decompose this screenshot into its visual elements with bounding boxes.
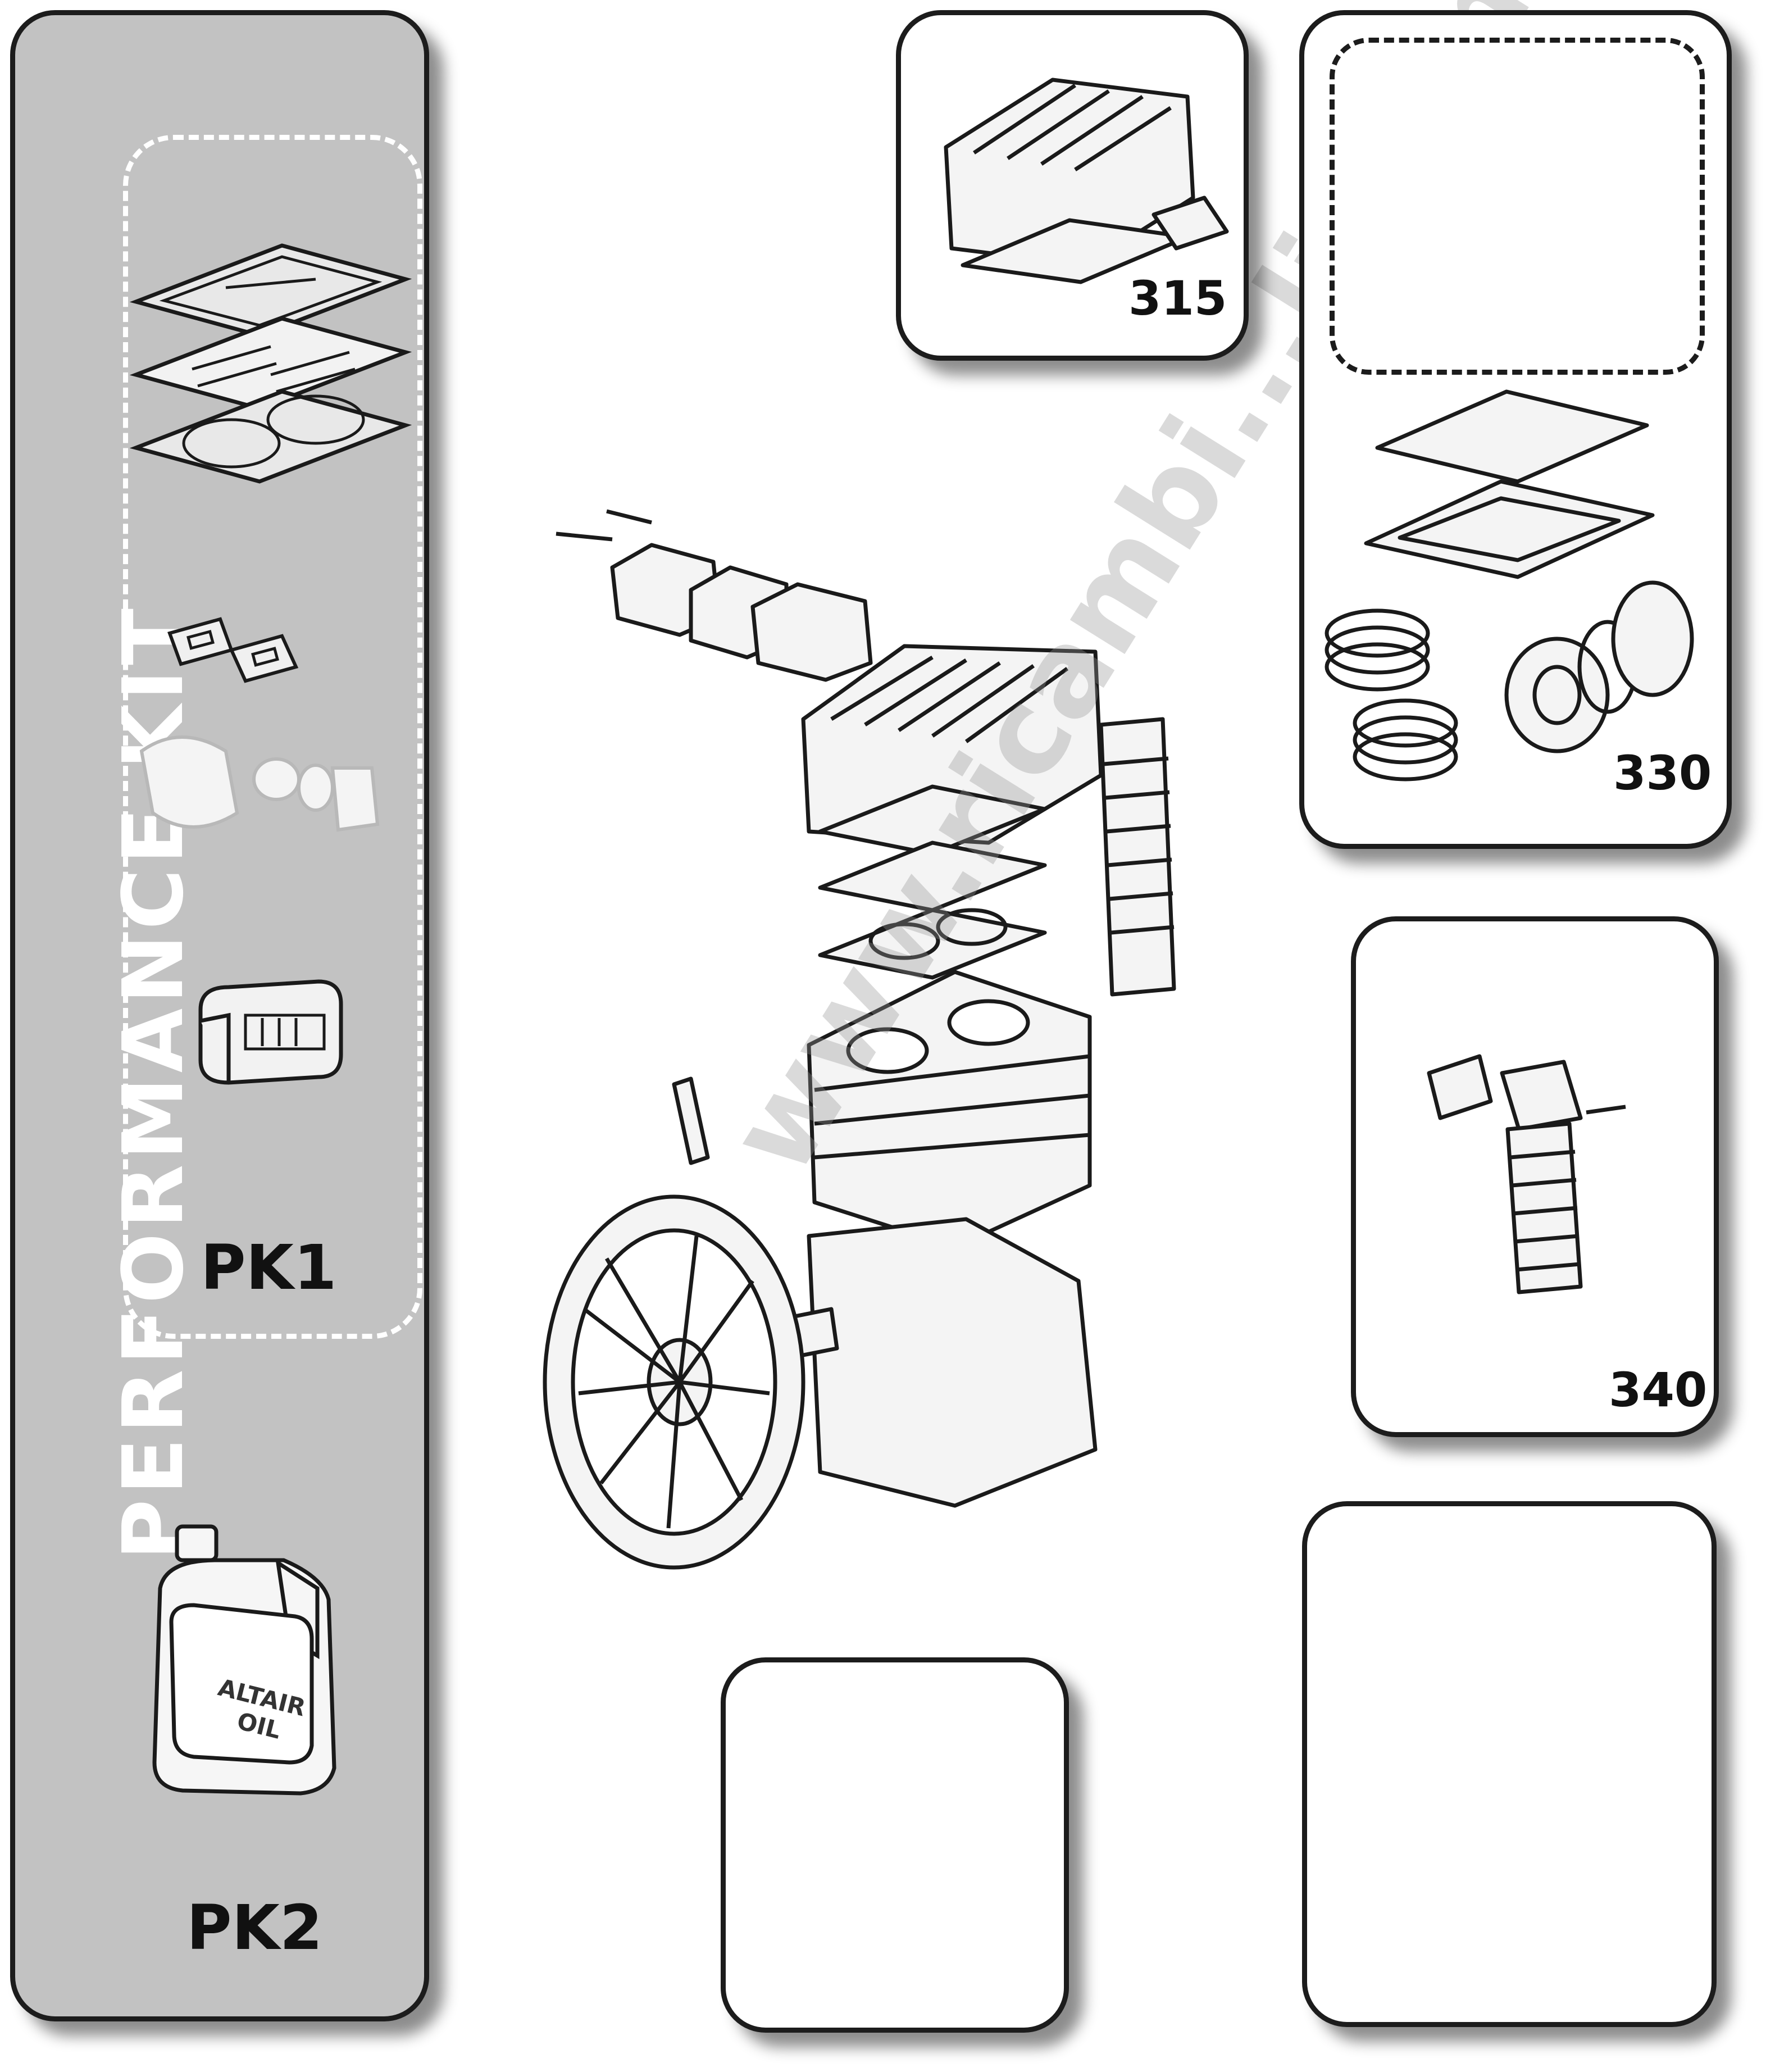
empty-part-panel-bottom-middle[interactable]	[721, 1657, 1069, 2033]
part-340-panel[interactable]: 340	[1351, 916, 1719, 1437]
pk1-group-box	[123, 135, 422, 1339]
performance-kit-panel: PERFORMANCE KIT	[10, 10, 429, 2021]
valve-plate-part	[818, 840, 1047, 912]
air-filter-icon	[198, 979, 343, 1085]
part-330-label: 330	[1613, 746, 1712, 801]
gasket-stack-icon	[129, 243, 412, 484]
part-330-panel[interactable]: 330	[1299, 10, 1732, 849]
valve-plate-icon	[167, 617, 299, 683]
crankcase-part	[807, 1217, 1098, 1508]
part-315-panel[interactable]: 315	[896, 10, 1249, 361]
oil-jug-icon	[152, 1524, 336, 1796]
pk1-label: PK1	[201, 1232, 337, 1303]
filter-cover-part	[750, 582, 873, 682]
part-315-label: 315	[1128, 271, 1227, 326]
side-cylinder-kit-icon	[1427, 1054, 1626, 1294]
head-gasket-kit-icon	[944, 78, 1229, 284]
pk2-label: PK2	[186, 1892, 323, 1964]
compressor-exploded-view	[543, 509, 1176, 1570]
empty-part-panel-bottom-right[interactable]	[1302, 1501, 1717, 2027]
head-gasket-part	[818, 784, 1047, 856]
side-cylinder-part	[1099, 717, 1176, 997]
gasket-ring-kit-icon	[1325, 389, 1694, 781]
cylinder-head-part	[801, 644, 1103, 845]
part-340-label: 340	[1609, 1362, 1708, 1417]
intake-valve-icon	[139, 735, 380, 832]
part-330-empty-slot	[1330, 38, 1705, 375]
